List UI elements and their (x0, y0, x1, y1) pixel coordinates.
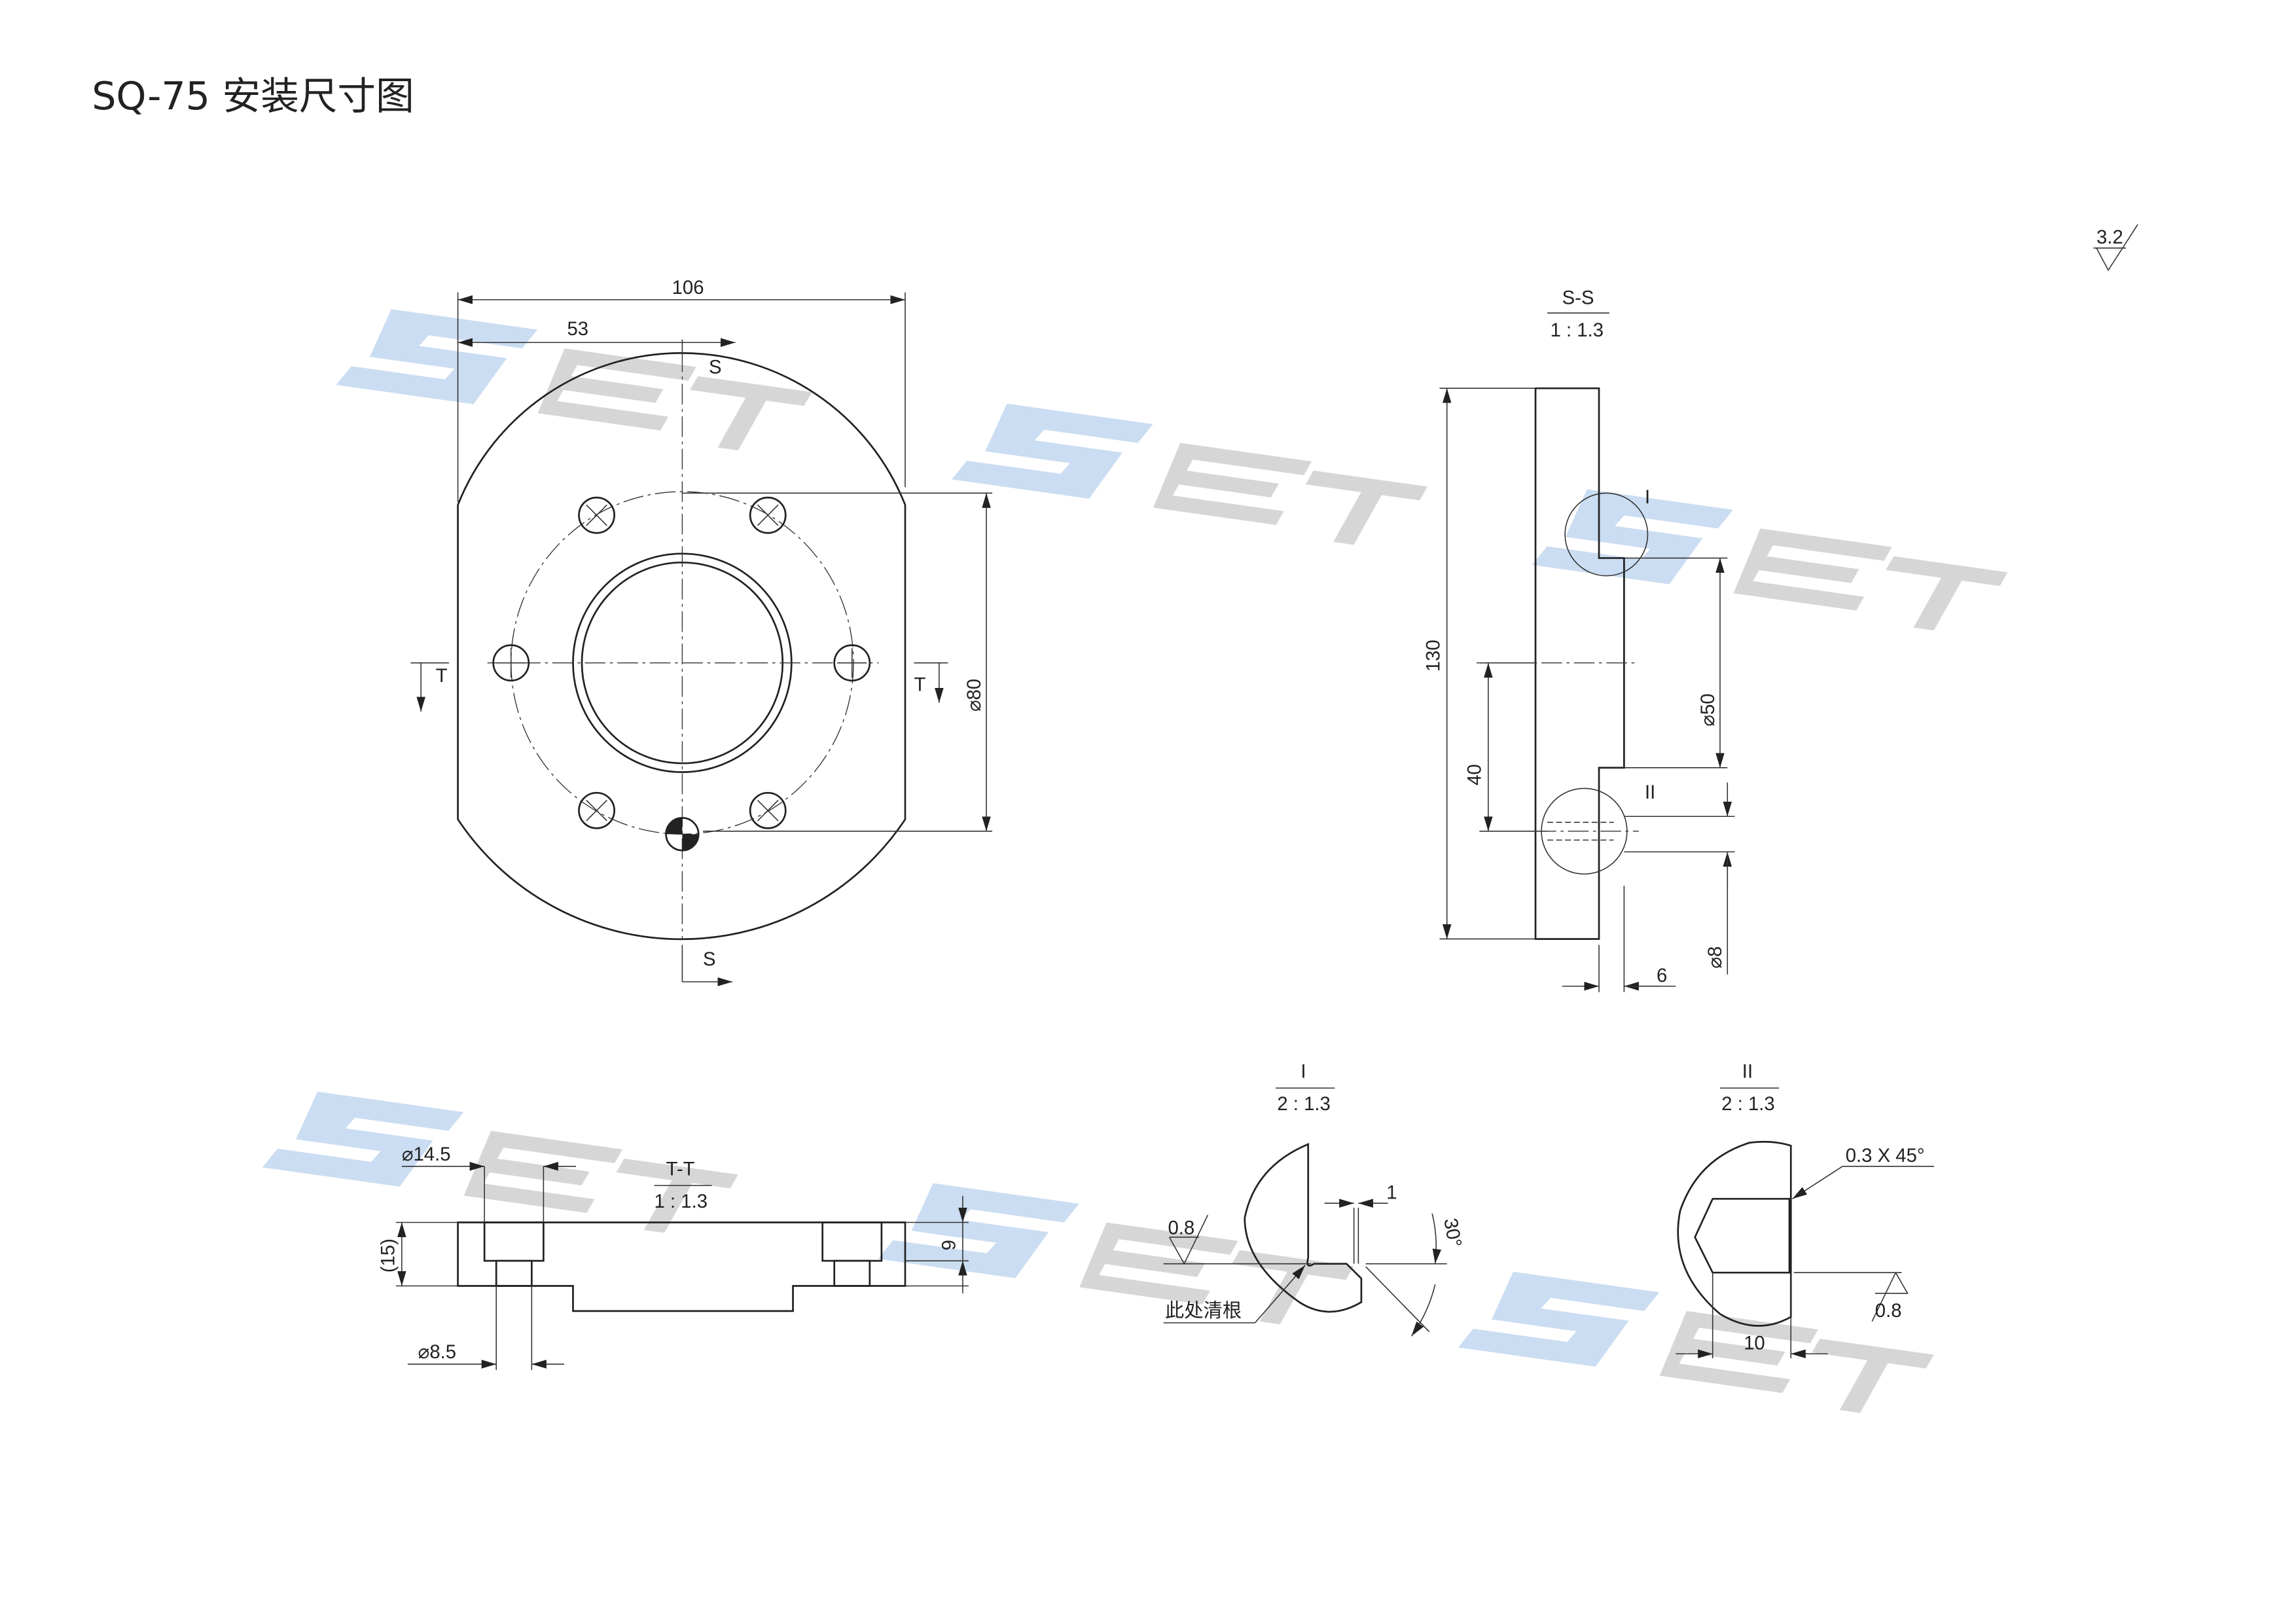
detail-ii-chamfer: 0.3 X 45° (1846, 1145, 1925, 1166)
detail-ii-view: II 2 : 1.3 0.3 X 45° 0.8 10 (1676, 1060, 1935, 1359)
main-view: 106 53 S S ⌀80 T T (410, 277, 993, 986)
dim-bore: ⌀50 (1697, 693, 1719, 726)
dim-hole: ⌀8.5 (418, 1341, 456, 1363)
section-tt-view: T-T 1 : 1.3 ⌀14.5 ⌀8.5 (15) 9 (378, 1144, 969, 1371)
detail-ii-roughness: 0.8 (1875, 1300, 1902, 1322)
section-ss-view: S-S 1 : 1.3 I II 130 40 ⌀50 ⌀8 6 (1422, 287, 1735, 992)
dim-height: 130 (1422, 640, 1444, 672)
dim-half-width: 53 (567, 318, 588, 340)
dim-thickness: 6 (1657, 965, 1667, 986)
page-title: SQ-75 安装尺寸图 (92, 74, 414, 118)
dim-counterbore: ⌀14.5 (402, 1144, 451, 1165)
watermark (260, 302, 2011, 1422)
section-s-top: S (709, 357, 722, 378)
detail-i-angle: 30° (1439, 1216, 1465, 1248)
detail-i-note: 此处清根 (1165, 1300, 1242, 1322)
dim-center: 40 (1464, 764, 1486, 785)
section-t-left: T (436, 665, 448, 687)
dim-width: 106 (672, 277, 704, 298)
detail-ii-length: 10 (1744, 1332, 1765, 1354)
detail-ii-label: II (1645, 782, 1655, 803)
section-tt-scale: 1 : 1.3 (655, 1191, 708, 1212)
dim-height-ref: (15) (378, 1238, 399, 1272)
detail-i-marker (1564, 492, 1649, 577)
flange-outline (457, 352, 906, 941)
detail-i-gap: 1 (1386, 1182, 1397, 1203)
section-ss-scale: 1 : 1.3 (1551, 319, 1604, 341)
roughness-value: 3.2 (2096, 226, 2123, 248)
detail-i-view: I 2 : 1.3 1 30° 0.8 此处清根 (1163, 1060, 1466, 1337)
dim-pin: ⌀8 (1704, 947, 1726, 969)
section-s-bottom: S (703, 948, 716, 970)
dim-depth: 9 (939, 1240, 960, 1250)
detail-i-scale: 2 : 1.3 (1277, 1093, 1330, 1115)
detail-ii-scale: 2 : 1.3 (1721, 1093, 1774, 1115)
roughness-symbol-general: 3.2 (2093, 224, 2138, 272)
dim-bolt-circle: ⌀80 (963, 679, 985, 712)
detail-i-roughness: 0.8 (1168, 1218, 1194, 1239)
detail-ii-name: II (1742, 1060, 1753, 1082)
detail-i-name: I (1300, 1060, 1306, 1082)
bolt-holes (492, 496, 871, 829)
section-tt-name: T-T (666, 1158, 695, 1180)
section-t-right: T (914, 674, 926, 696)
detail-i-label: I (1645, 486, 1650, 508)
section-ss-name: S-S (1562, 287, 1594, 309)
datum-pin-symbol (665, 817, 700, 852)
